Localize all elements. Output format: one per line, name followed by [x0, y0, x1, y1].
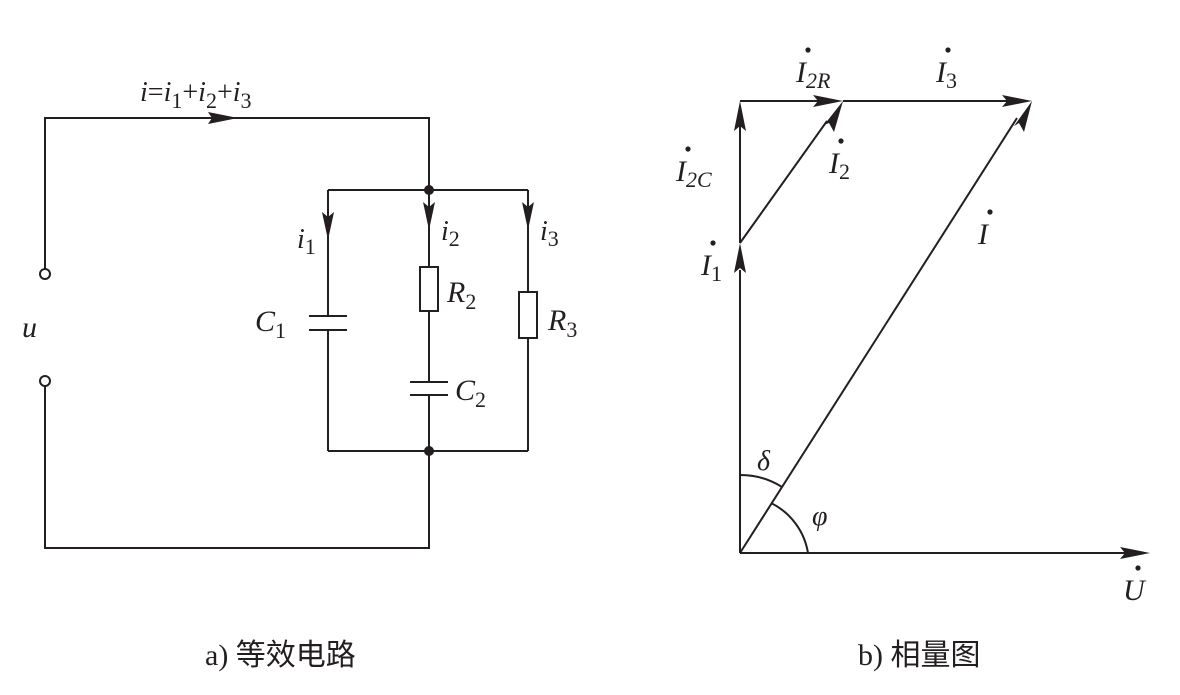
i3-phasor-arrow [1002, 95, 1032, 107]
phasor-caption: b) 相量图 [858, 639, 981, 672]
u-phasor-arrow [1120, 547, 1150, 559]
i2r-phasor-arrow [813, 95, 843, 107]
i2-label: I2 [828, 138, 850, 184]
terminal-top [39, 268, 51, 280]
branch1-current-label: i1 [297, 224, 316, 259]
i2-phasor-arrow [824, 101, 843, 132]
i2-phasor-line [739, 120, 828, 244]
svg-text:I2C: I2C [675, 155, 712, 192]
i-label: I [977, 209, 993, 251]
c2-label: C2 [455, 374, 486, 412]
bottom-wire [44, 386, 430, 549]
i2c-phasor-arrow [734, 101, 746, 131]
r3-resistor [518, 291, 538, 339]
circuit-caption: a) 等效电路 [205, 639, 356, 672]
svg-text:I1: I1 [700, 249, 722, 286]
svg-text:I: I [977, 218, 990, 251]
svg-text:I2: I2 [828, 147, 850, 184]
i3-label: I3 [935, 47, 957, 93]
delta-label: δ [757, 446, 771, 477]
branch1-current-arrow [322, 212, 334, 240]
i2r-label: I2R [795, 47, 831, 93]
svg-text:U: U [1123, 574, 1147, 607]
total-current-label: i=i1+i2+i3 [140, 77, 252, 113]
branch3-current-arrow [522, 202, 534, 230]
i1-label: I1 [700, 240, 722, 286]
i1-phasor-arrow [734, 243, 746, 273]
r2-resistor [419, 266, 439, 312]
top-wire [44, 117, 430, 269]
phi-label: φ [812, 501, 828, 532]
i2c-label: I2C [675, 146, 712, 192]
u-label: U [1123, 565, 1147, 607]
r3-label: R3 [547, 304, 577, 342]
terminal-bottom [39, 375, 51, 387]
r2-label: R2 [446, 276, 476, 314]
phasor-diagram: I2R I3 I2C I2 I1 I U δ φ b) 相量图 [675, 47, 1150, 672]
svg-text:I2R: I2R [795, 56, 831, 93]
svg-text:I3: I3 [935, 56, 957, 93]
phi-arc [770, 502, 809, 554]
voltage-label: u [22, 311, 37, 344]
total-current-arrow [208, 112, 238, 124]
delta-arc [739, 473, 783, 488]
c1-label: C1 [255, 305, 286, 343]
branch2-current-label: i2 [441, 216, 460, 251]
branch2-current-arrow [423, 202, 435, 230]
branch3-current-label: i3 [540, 216, 559, 251]
equivalent-circuit: i=i1+i2+i3 u i1 i2 i3 C1 R2 C2 R3 a) 等效电… [22, 77, 577, 672]
i-phasor-line [739, 117, 1018, 554]
i-phasor-arrow [1014, 101, 1032, 132]
